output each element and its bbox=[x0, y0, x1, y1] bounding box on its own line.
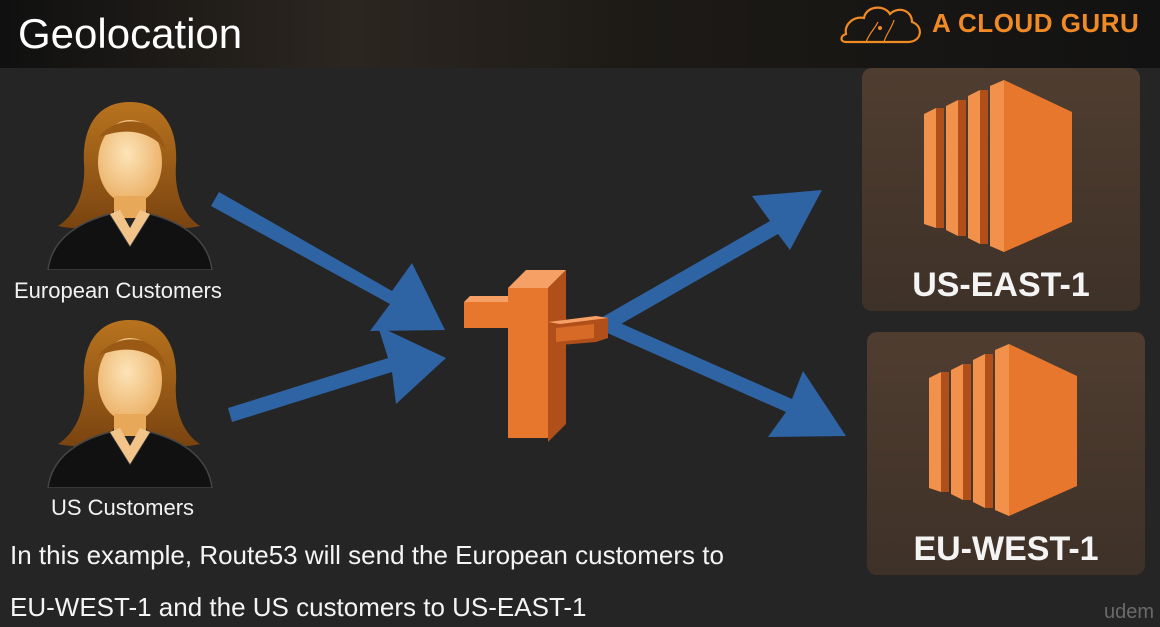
ec2-instance-icon bbox=[924, 80, 1072, 252]
region-label-us-east-1: US-EAST-1 bbox=[912, 266, 1090, 304]
brand-logo: A CLOUD GURU bbox=[836, 2, 1156, 48]
caption-line-1: In this example, Route53 will send the E… bbox=[10, 540, 724, 570]
arrow-route53-to-us-east bbox=[599, 190, 822, 332]
cloud-logo-icon bbox=[840, 6, 921, 44]
arrow-route53-to-eu-west bbox=[605, 319, 846, 437]
us-customer-icon bbox=[47, 320, 213, 488]
arrow-europe-to-route53 bbox=[211, 192, 445, 331]
european-customer-icon bbox=[47, 102, 213, 270]
region-box-us-east-1: US-EAST-1 bbox=[862, 68, 1140, 311]
slide-title: Geolocation bbox=[18, 10, 243, 57]
brand-name: A CLOUD GURU bbox=[932, 8, 1140, 38]
arrow-us-to-route53 bbox=[228, 326, 446, 422]
ec2-instance-icon bbox=[929, 344, 1077, 516]
slide-header: Geolocation A CLOUD GURU bbox=[0, 0, 1160, 68]
routing-arrows bbox=[211, 190, 846, 437]
region-box-eu-west-1: EU-WEST-1 bbox=[867, 332, 1145, 575]
geolocation-diagram: European Customers US Customers bbox=[0, 68, 1160, 627]
caption-line-2: EU-WEST-1 and the US customers to US-EAS… bbox=[10, 592, 587, 622]
european-customers-label: European Customers bbox=[14, 278, 222, 303]
us-customers-label: US Customers bbox=[51, 495, 195, 520]
region-label-eu-west-1: EU-WEST-1 bbox=[913, 530, 1099, 568]
route53-signpost-icon bbox=[464, 270, 608, 442]
udemy-watermark: udem bbox=[1104, 601, 1155, 623]
